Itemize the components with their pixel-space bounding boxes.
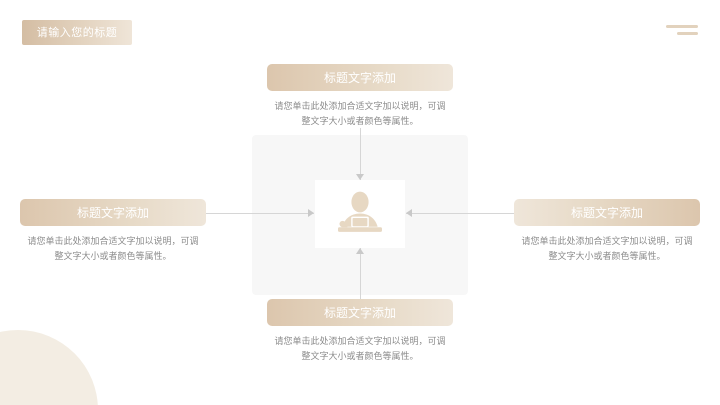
connector-line <box>359 128 361 180</box>
callout-left[interactable]: 标题文字添加 请您单击此处添加合适文字加以说明，可调整文字大小或者颜色等属性。 <box>20 199 206 265</box>
callout-right-title: 标题文字添加 <box>570 205 643 220</box>
menu-bar-bottom <box>677 32 698 35</box>
person-at-laptop-icon <box>338 191 382 232</box>
connector-top-to-center <box>354 128 365 180</box>
connector-line <box>406 212 516 214</box>
connector-line <box>359 248 361 300</box>
arrow-head-left-icon <box>406 208 412 217</box>
arrow-head-down-icon <box>355 174 364 180</box>
connector-left-to-center <box>206 207 314 218</box>
hamburger-menu-icon[interactable] <box>666 25 698 37</box>
menu-bar-top <box>666 25 698 28</box>
callout-top[interactable]: 标题文字添加 请您单击此处添加合适文字加以说明，可调整文字大小或者颜色等属性。 <box>267 64 453 130</box>
decorative-corner-circle <box>0 330 98 405</box>
callout-top-description: 请您单击此处添加合适文字加以说明，可调整文字大小或者颜色等属性。 <box>274 102 446 127</box>
callout-left-description: 请您单击此处添加合适文字加以说明，可调整文字大小或者颜色等属性。 <box>27 237 199 262</box>
callout-bottom-title: 标题文字添加 <box>323 305 396 320</box>
connector-right-to-center <box>406 207 516 218</box>
callout-bottom[interactable]: 标题文字添加 请您单击此处添加合适文字加以说明，可调整文字大小或者颜色等属性。 <box>267 299 453 365</box>
callout-left-title-chip[interactable]: 标题文字添加 <box>20 199 206 226</box>
slide-title-chip[interactable]: 请输入您的标题 <box>22 20 132 45</box>
callout-right-title-chip[interactable]: 标题文字添加 <box>514 199 700 226</box>
callout-left-title: 标题文字添加 <box>76 205 149 220</box>
arrow-head-right-icon <box>308 208 314 217</box>
callout-right[interactable]: 标题文字添加 请您单击此处添加合适文字加以说明，可调整文字大小或者颜色等属性。 <box>514 199 700 265</box>
callout-top-title: 标题文字添加 <box>323 70 396 85</box>
callout-bottom-description: 请您单击此处添加合适文字加以说明，可调整文字大小或者颜色等属性。 <box>274 337 446 362</box>
center-icon-card[interactable] <box>315 180 405 248</box>
connector-line <box>206 212 314 214</box>
connector-bottom-to-center <box>354 248 365 300</box>
callout-bottom-title-chip[interactable]: 标题文字添加 <box>267 299 453 326</box>
callout-right-description: 请您单击此处添加合适文字加以说明，可调整文字大小或者颜色等属性。 <box>521 237 693 262</box>
slide-title-text: 请输入您的标题 <box>36 26 118 39</box>
arrow-head-up-icon <box>355 248 364 254</box>
callout-top-title-chip[interactable]: 标题文字添加 <box>267 64 453 91</box>
